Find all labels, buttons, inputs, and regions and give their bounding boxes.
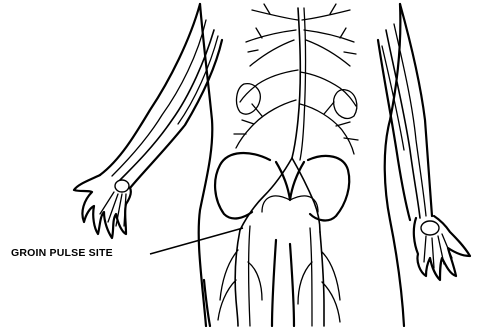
spine-column: [300, 8, 306, 160]
inner-thigh-right: [290, 244, 294, 326]
renal-vessels-left: [240, 70, 298, 102]
torso-outline-right: [385, 4, 404, 326]
left-arm-vein: [112, 20, 206, 176]
torso-outline: [199, 4, 213, 326]
left-arm-outer: [100, 4, 200, 175]
right-femoral-vein: [310, 228, 312, 326]
left-wrist-bone: [115, 180, 129, 192]
right-thigh-branches: [298, 252, 340, 322]
groin-pointer-line: [150, 228, 243, 254]
left-arm-artery: [120, 30, 214, 180]
mesenteric-left: [234, 100, 296, 148]
mesenteric-right: [300, 102, 358, 154]
groin-pulse-site-label: GROIN PULSE SITE: [11, 247, 113, 259]
right-iliac-artery: [292, 158, 320, 232]
sacrum: [276, 162, 304, 200]
right-kidney: [334, 90, 357, 119]
right-arm-outer: [400, 4, 432, 216]
pelvis-right-ilium: [308, 156, 349, 221]
right-wrist-bone: [421, 221, 439, 235]
renal-vessels-right: [300, 72, 356, 106]
chest-vessels-right: [302, 4, 356, 66]
left-femoral-artery: [235, 230, 240, 326]
left-femoral-vein: [249, 226, 251, 326]
chest-vessels-left: [246, 4, 298, 66]
inner-thigh-left: [272, 240, 276, 326]
left-iliac-artery: [240, 158, 292, 230]
left-thigh-branches: [218, 250, 262, 320]
right-femoral-artery: [320, 232, 324, 326]
